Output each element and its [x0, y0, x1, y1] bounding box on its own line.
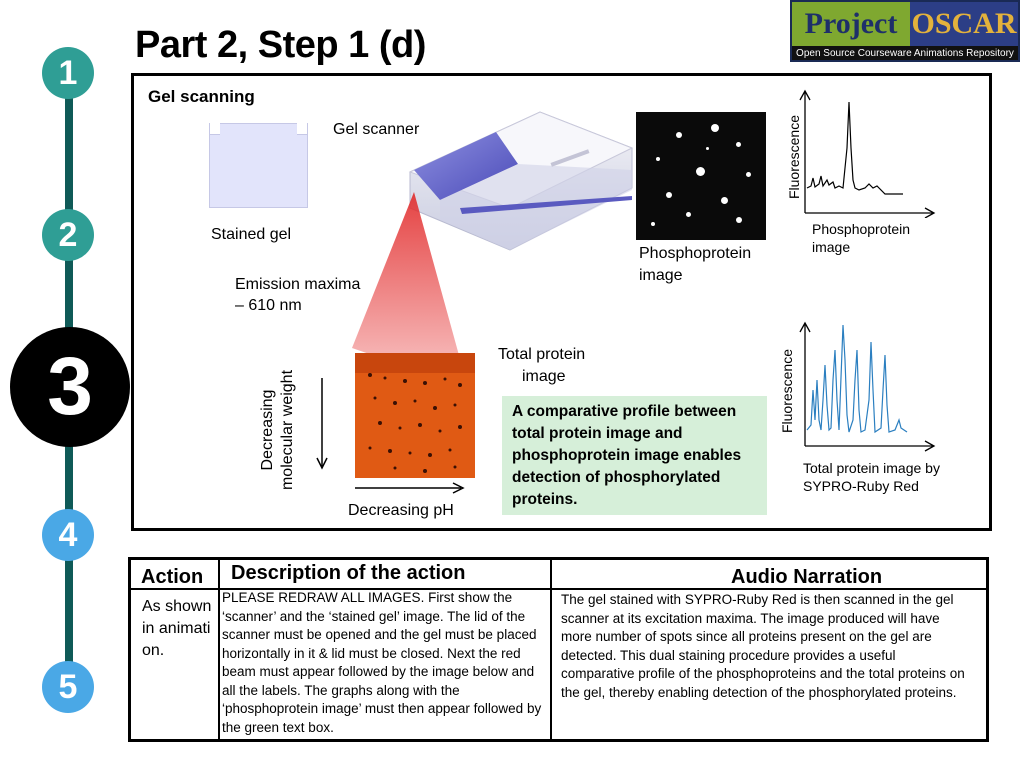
total-protein-label-line1: Total protein [498, 346, 586, 363]
logo-project-text: Project [792, 2, 910, 46]
top-graph-caption-line1: Phosphoprotein [812, 221, 911, 237]
spot [736, 142, 741, 147]
section-title: Gel scanning [148, 87, 255, 106]
y-axis-label: Decreasing molecular weight [258, 330, 298, 530]
logo-subtitle: Open Source Courseware Animations Reposi… [792, 46, 1018, 60]
x-axis-label: Decreasing pH [348, 502, 454, 519]
audio-header: Audio Narration [731, 566, 883, 588]
comparison-textbox: A comparative profile between total prot… [502, 396, 767, 515]
audio-narration-cell: The gel stained with SYPRO-Ruby Red is t… [561, 592, 965, 700]
gel-scanner-image [408, 111, 634, 251]
phosphoprotein-image-label-line2: image [639, 267, 683, 284]
header-divider [131, 588, 986, 590]
spot [666, 192, 672, 198]
down-arrow-icon [316, 378, 328, 470]
logo-oscar-text: OSCAR [910, 2, 1018, 46]
phosphoprotein-image-label-line1: Phosphoprotein [639, 245, 752, 262]
stained-gel-image [209, 123, 308, 208]
y-axis-label-line1: Decreasing [259, 389, 276, 471]
spot [736, 217, 742, 223]
bottom-graph-caption-line2: SYPRO-Ruby Red [803, 478, 919, 494]
step-1-button[interactable]: 1 [42, 47, 94, 99]
step-2-label: 2 [58, 215, 78, 254]
top-graph-caption-line2: image [812, 239, 851, 255]
spot [696, 167, 705, 176]
spot [676, 132, 682, 138]
spot [651, 222, 655, 226]
column-divider [550, 560, 552, 739]
gel-well-left [210, 123, 220, 135]
emission-label-line1: Emission maxima [235, 276, 361, 293]
spot [746, 172, 751, 177]
spot [706, 147, 709, 150]
step-4-button[interactable]: 4 [42, 509, 94, 561]
step-5-button[interactable]: 5 [42, 661, 94, 713]
spot [721, 197, 728, 204]
right-arrow-icon [355, 482, 465, 494]
bottom-graph-caption-line1: Total protein image by [803, 460, 940, 476]
step-2-button[interactable]: 2 [42, 209, 94, 261]
emission-label-line2: – 610 nm [235, 297, 302, 314]
step-3-button-current[interactable]: 3 [10, 327, 130, 447]
action-table: Action Description of the action Audio N… [128, 557, 989, 742]
step-4-label: 4 [58, 515, 78, 554]
total-protein-gel-image [355, 353, 475, 478]
action-cell: As shown in animation. [142, 598, 212, 659]
column-divider [218, 560, 220, 739]
top-graph-ylabel: Fluorescence [786, 114, 802, 200]
project-oscar-logo: Project OSCAR Open Source Courseware Ani… [790, 0, 1020, 62]
step-5-label: 5 [58, 667, 78, 706]
total-protein-graph [799, 321, 936, 452]
figure-frame [131, 73, 992, 531]
red-beam [352, 192, 468, 388]
page-title: Part 2, Step 1 (d) [135, 24, 426, 66]
description-cell: PLEASE REDRAW ALL IMAGES. First show the… [222, 590, 542, 735]
phosphoprotein-graph [799, 89, 936, 218]
y-axis-label-line2: molecular weight [279, 369, 296, 491]
description-header: Description of the action [231, 562, 466, 584]
spot [711, 124, 719, 132]
phosphoprotein-image [636, 112, 766, 240]
total-protein-label-line2: image [522, 368, 566, 385]
step-3-label: 3 [47, 341, 93, 432]
spot [656, 157, 660, 161]
bottom-graph-ylabel: Fluorescence [779, 348, 795, 434]
gel-scanner-label: Gel scanner [333, 121, 420, 138]
stained-gel-label: Stained gel [211, 226, 292, 243]
gel-well-right [297, 123, 307, 135]
spot [686, 212, 691, 217]
step-1-label: 1 [58, 53, 78, 92]
action-header: Action [141, 566, 204, 588]
